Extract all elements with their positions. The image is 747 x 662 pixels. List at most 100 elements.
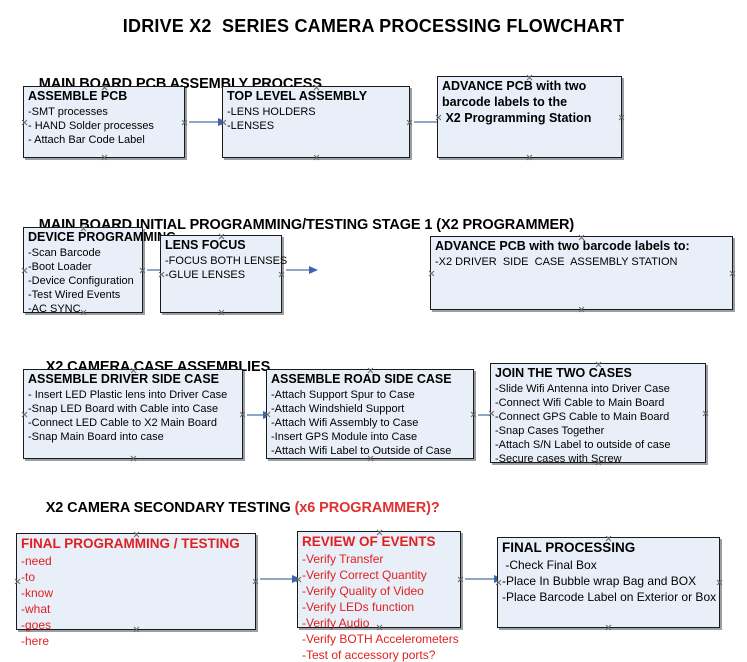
- box-device-programming[interactable]: DEVICE PROGRAMMING -Scan Barcode -Boot L…: [23, 227, 176, 315]
- connector-handle-right: [470, 411, 477, 418]
- box-line: -Insert GPS Module into Case: [271, 431, 418, 443]
- connector-handle-right: [278, 271, 285, 278]
- connector-handle-right: [618, 114, 625, 121]
- box-title: FINAL PROCESSING: [502, 540, 636, 555]
- box-line: -LENS HOLDERS: [227, 106, 316, 118]
- box-title: DEVICE PROGRAMMING: [28, 230, 176, 244]
- connector-handle-bottom: [130, 455, 137, 462]
- box-line: -Snap Cases Together: [495, 425, 605, 437]
- box-assemble-pcb[interactable]: ASSEMBLE PCB -SMT processes - HAND Solde…: [23, 86, 185, 158]
- box-line: -X2 DRIVER SIDE CASE ASSEMBLY STATION: [435, 256, 678, 268]
- box-assemble-road-side-case[interactable]: ASSEMBLE ROAD SIDE CASE -Attach Support …: [266, 369, 474, 459]
- connector-handle-bottom: [578, 306, 585, 313]
- box-title: ADVANCE PCB with two: [442, 79, 587, 93]
- arrow-2-2: [286, 265, 318, 274]
- box-line: -FOCUS BOTH LENSES: [165, 255, 288, 267]
- arrow-4-2: [465, 574, 503, 583]
- connector-handle-right: [716, 579, 723, 586]
- box-line: -need: [21, 554, 52, 568]
- box-line: -Connect GPS Cable to Main Board: [495, 411, 670, 423]
- arrow-3-1: [247, 410, 272, 419]
- box-advance-pcb-driver-side[interactable]: ADVANCE PCB with two barcode labels to: …: [430, 236, 733, 310]
- box-line: -Attach Wifi Label to Outside of Case: [271, 445, 452, 457]
- box-final-programming-testing[interactable]: FINAL PROGRAMMING / TESTING -need -to -k…: [14, 533, 259, 648]
- connector-handle-right: [457, 576, 464, 583]
- box-line: -here: [21, 634, 50, 648]
- box-line: -Attach Windshield Support: [271, 403, 405, 415]
- box-title: JOIN THE TWO CASES: [495, 366, 632, 380]
- box-line: -Verify LEDs function: [302, 600, 415, 614]
- box-lens-focus[interactable]: LENS FOCUS -FOCUS BOTH LENSES -GLUE LENS…: [158, 235, 288, 316]
- box-title: ADVANCE PCB with two barcode labels to:: [435, 239, 690, 253]
- box-title: LENS FOCUS: [165, 238, 246, 252]
- box-line: -Verify Transfer: [302, 552, 384, 566]
- connector-handle-bottom: [605, 624, 612, 631]
- box-line: -Check Final Box: [502, 558, 597, 572]
- connector-handle-left: [435, 114, 442, 121]
- connector-handle-bottom: [313, 154, 320, 161]
- connector-handle-left: [158, 271, 165, 278]
- connector-handle-left: [21, 411, 28, 418]
- box-join-the-two-cases[interactable]: JOIN THE TWO CASES -Slide Wifi Antenna i…: [490, 363, 709, 465]
- box-line: -Secure cases with Screw: [495, 453, 622, 465]
- box-line: -Verify Correct Quantity: [302, 568, 427, 582]
- box-line: -LENSES: [227, 120, 275, 132]
- box-title: TOP LEVEL ASSEMBLY: [227, 89, 368, 103]
- connector-handle-bottom: [218, 309, 225, 316]
- box-line: - HAND Solder processes: [28, 120, 154, 132]
- box-line: -goes: [21, 618, 52, 632]
- connector-handle-bottom: [526, 154, 533, 161]
- box-advance-pcb-station[interactable]: ADVANCE PCB with two barcode labels to t…: [437, 76, 622, 158]
- section-heading-4: X2 CAMERA SECONDARY TESTING (x6 PROGRAMM…: [30, 484, 440, 532]
- connector-handle-right: [252, 578, 259, 585]
- box-line: -Connect Wifi Cable to Main Board: [495, 397, 665, 409]
- box-line: - Attach Bar Code Label: [28, 134, 145, 146]
- box-line: -Verify Quality of Video: [302, 584, 424, 598]
- page-title: IDRIVE X2 SERIES CAMERA PROCESSING FLOWC…: [122, 16, 625, 36]
- box-title: REVIEW OF EVENTS: [302, 534, 436, 549]
- box-line: -AC SYNC: [28, 303, 81, 315]
- box-title: ASSEMBLE PCB: [28, 89, 128, 103]
- box-line: -Place In Bubble wrap Bag and BOX: [502, 574, 697, 588]
- connector-handle-right: [406, 119, 413, 126]
- box-line: -Attach Support Spur to Case: [271, 389, 415, 401]
- box-line: - Insert LED Plastic lens into Driver Ca…: [28, 389, 228, 401]
- box-line: -Test Wired Events: [28, 289, 121, 301]
- box-line: barcode labels to the: [442, 95, 568, 109]
- box-line: -Attach S/N Label to outside of case: [495, 439, 671, 451]
- box-line: -GLUE LENSES: [165, 269, 246, 281]
- box-line: -Snap Main Board into case: [28, 431, 164, 443]
- connector-handle-right: [139, 267, 146, 274]
- box-line-overflow: -Test of accessory ports?: [302, 648, 436, 662]
- box-line: X2 Programming Station: [442, 111, 592, 125]
- box-line: -Slide Wifi Antenna into Driver Case: [495, 383, 670, 395]
- section-heading-4-text: X2 CAMERA SECONDARY TESTING: [45, 500, 295, 516]
- connector-handle-right: [239, 411, 246, 418]
- box-line: -Verify BOTH Accelerometers: [302, 632, 459, 646]
- box-line: -Connect LED Cable to X2 Main Board: [28, 417, 217, 429]
- connector-handle-left: [14, 578, 21, 585]
- connector-handle-left: [21, 119, 28, 126]
- box-title: ASSEMBLE ROAD SIDE CASE: [271, 372, 452, 386]
- connector-handle-bottom: [101, 154, 108, 161]
- box-title: ASSEMBLE DRIVER SIDE CASE: [28, 372, 220, 386]
- section-heading-4-accent: (x6 PROGRAMMER)?: [294, 500, 440, 516]
- arrow-1-1: [189, 117, 227, 126]
- box-line: -Device Configuration: [28, 275, 134, 287]
- box-line: -Snap LED Board with Cable into Case: [28, 403, 219, 415]
- box-review-of-events[interactable]: REVIEW OF EVENTS -Verify Transfer -Verif…: [297, 531, 464, 662]
- connector-handle-left: [428, 270, 435, 277]
- connector-handle-right: [702, 410, 709, 417]
- box-line: -Scan Barcode: [28, 247, 101, 259]
- arrow-4-1: [260, 574, 301, 583]
- connector-handle-right: [181, 119, 188, 126]
- box-line: -Verify Audio: [302, 616, 370, 630]
- connector-handle-right: [729, 270, 736, 277]
- box-final-processing[interactable]: FINAL PROCESSING -Check Final Box -Place…: [497, 537, 720, 628]
- box-assemble-driver-side-case[interactable]: ASSEMBLE DRIVER SIDE CASE - Insert LED P…: [23, 369, 243, 459]
- box-line: -SMT processes: [28, 106, 108, 118]
- box-top-level-assembly[interactable]: TOP LEVEL ASSEMBLY -LENS HOLDERS -LENSES: [222, 86, 410, 158]
- box-title: FINAL PROGRAMMING / TESTING: [21, 536, 240, 551]
- box-line: -Place Barcode Label on Exterior or Box: [502, 590, 717, 604]
